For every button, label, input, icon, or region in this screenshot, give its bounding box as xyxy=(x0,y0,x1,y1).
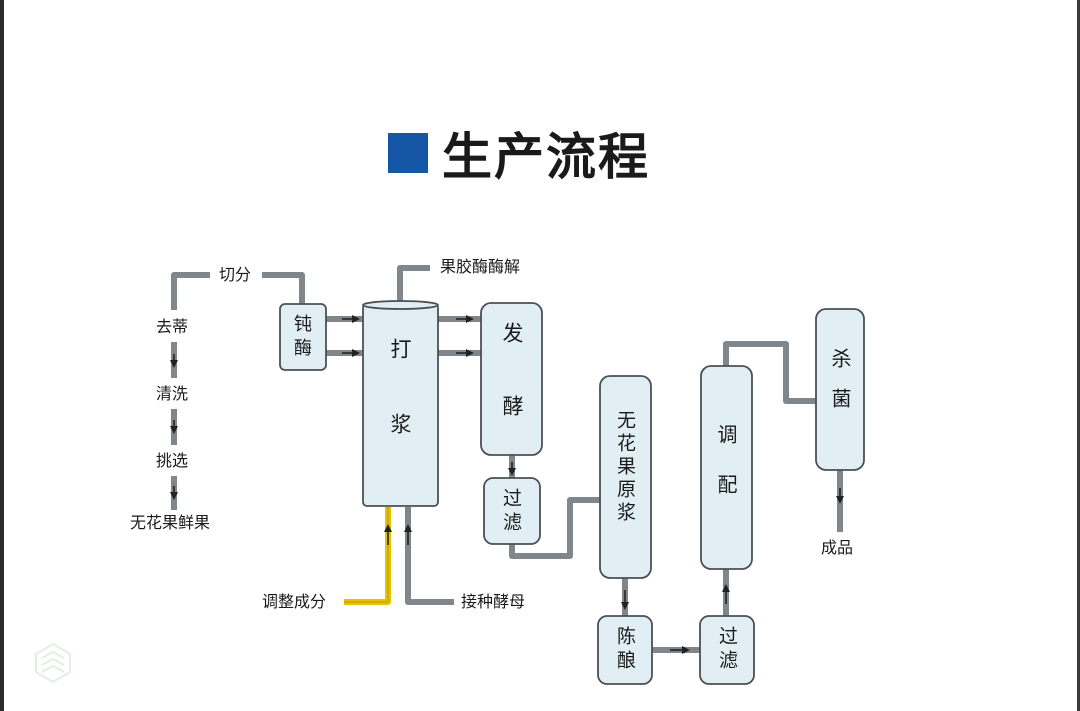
label-cut: 切分 xyxy=(219,265,252,284)
vessel-sterilize xyxy=(815,308,865,471)
vessel-filter-1 xyxy=(483,477,541,545)
vessel-label-passivation: 钝酶 xyxy=(291,314,312,362)
watermark-logo-icon xyxy=(35,642,71,684)
flow-arrows xyxy=(170,315,844,654)
vessel-label-sterilize: 杀菌 xyxy=(828,348,852,428)
vessel-passivation xyxy=(279,303,327,371)
label-pectinase: 果胶酶酶解 xyxy=(440,257,521,276)
pipe-blending-sterilize xyxy=(723,341,816,404)
label-destem: 去蒂 xyxy=(156,317,189,336)
vessel-label-fig-puree: 无花果原浆 xyxy=(614,410,636,525)
pipe-pectinase xyxy=(397,265,430,304)
vessel-label-text: 发酵 xyxy=(500,322,524,468)
label-adjust-ingredients: 调整成分 xyxy=(262,592,327,611)
label-wash: 清洗 xyxy=(156,384,189,403)
title-text: 生产流程 xyxy=(442,128,650,186)
vessel-label-text: 杀菌 xyxy=(828,348,852,428)
vessel-label-text: 过滤 xyxy=(716,626,738,674)
vessel-label-text: 打浆 xyxy=(388,338,412,488)
page-title: 生产流程 xyxy=(388,118,650,188)
pipe-cut-to-passivation xyxy=(262,272,305,304)
vessel-filter-2 xyxy=(699,615,755,685)
vessel-label-text: 过滤 xyxy=(500,488,522,536)
label-sort: 挑选 xyxy=(156,451,189,470)
window-frame-left xyxy=(0,0,4,711)
vessel-label-text: 陈酿 xyxy=(614,626,636,674)
label-fresh-fig: 无花果鲜果 xyxy=(130,513,211,532)
vessel-aging xyxy=(597,615,653,685)
vessel-fermentation xyxy=(480,302,543,456)
vessels xyxy=(279,300,865,685)
label-product: 成品 xyxy=(821,538,854,557)
vessel-label-pulping: 打浆 xyxy=(388,338,412,488)
vessel-label-text: 调配 xyxy=(714,424,738,524)
vessel-label-aging: 陈酿 xyxy=(614,626,636,674)
pipe-filter-puree xyxy=(509,497,600,559)
vessel-label-fermentation: 发酵 xyxy=(500,322,524,468)
pipe-to-cut xyxy=(171,272,210,310)
title-bullet-square xyxy=(388,133,428,173)
vessel-label-text: 无花果原浆 xyxy=(614,410,636,525)
pipe-yeast xyxy=(405,507,454,605)
vessel-label-text: 钝酶 xyxy=(291,314,312,362)
vessel-fig-puree xyxy=(599,375,652,579)
vessel-label-filter-1: 过滤 xyxy=(500,488,522,536)
vessel-blending xyxy=(700,365,753,570)
vessel-label-blending: 调配 xyxy=(714,424,738,524)
label-yeast: 接种酵母 xyxy=(461,592,526,611)
vessel-label-filter-2: 过滤 xyxy=(716,626,738,674)
pipe-adjust-ingredients xyxy=(344,507,391,605)
window-frame-right xyxy=(1077,0,1080,711)
